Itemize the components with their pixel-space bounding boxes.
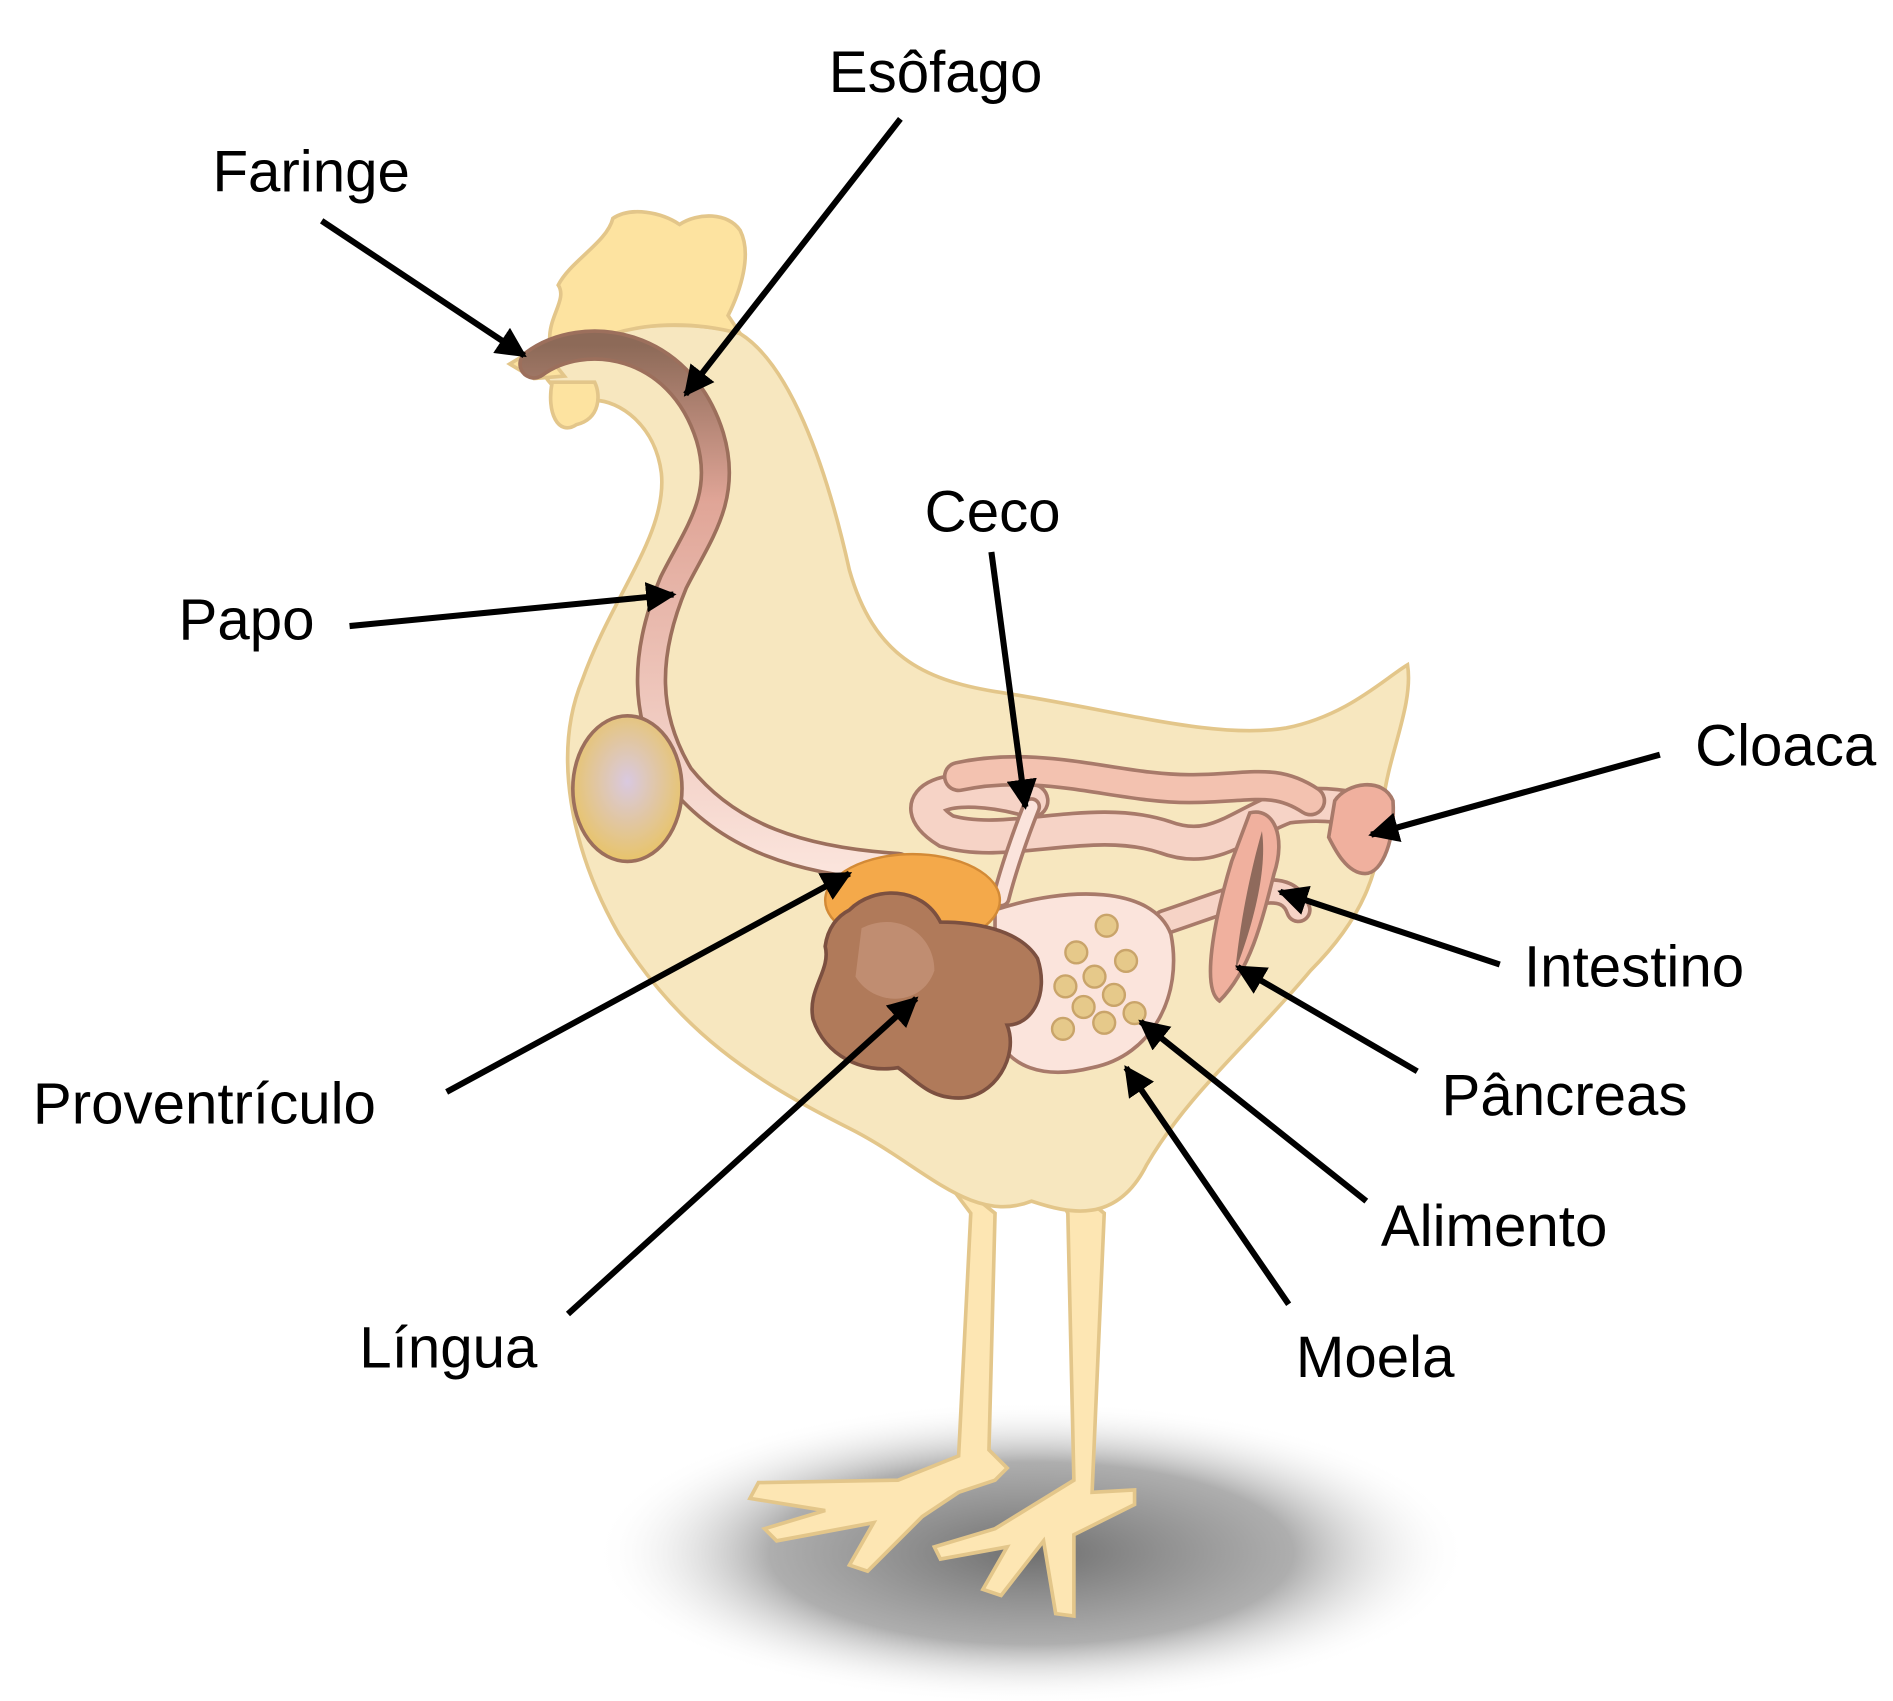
chicken-wattle	[548, 380, 600, 430]
arrow-moela	[1123, 1065, 1292, 1306]
label-intestino: Intestino	[1524, 934, 1744, 999]
label-moela: Moela	[1296, 1325, 1455, 1390]
arrow-alimento	[1138, 1019, 1369, 1204]
label-cloaca: Cloaca	[1695, 714, 1877, 779]
food-pellets	[1050, 913, 1147, 1041]
label-faringe: Faringe	[212, 140, 409, 205]
arrow-intestino	[1277, 885, 1501, 968]
arrow-proventriculo	[445, 870, 853, 1095]
label-papo: Papo	[179, 587, 315, 652]
chicken-comb	[547, 210, 748, 367]
label-proventriculo: Proventrículo	[33, 1071, 376, 1136]
crop	[570, 714, 684, 864]
label-ceco: Ceco	[925, 479, 1061, 544]
arrow-lingua	[565, 996, 919, 1317]
chicken-legs	[747, 1163, 1137, 1619]
label-arrows	[319, 117, 1661, 1317]
arrow-esofago	[683, 117, 903, 397]
arrow-ceco	[988, 551, 1037, 810]
label-alimento: Alimento	[1381, 1194, 1608, 1259]
arrow-faringe	[319, 218, 527, 359]
arrow-pancreas	[1235, 964, 1419, 1074]
label-pancreas: Pâncreas	[1442, 1063, 1688, 1128]
gizzard-highlight	[855, 921, 935, 999]
label-esofago: Esôfago	[829, 40, 1043, 105]
label-lingua: Língua	[359, 1315, 538, 1380]
cloaca-shape	[1326, 783, 1396, 876]
arrow-papo	[349, 582, 677, 630]
pancreas-inner	[1235, 831, 1264, 971]
arrow-cloaca	[1368, 751, 1661, 843]
